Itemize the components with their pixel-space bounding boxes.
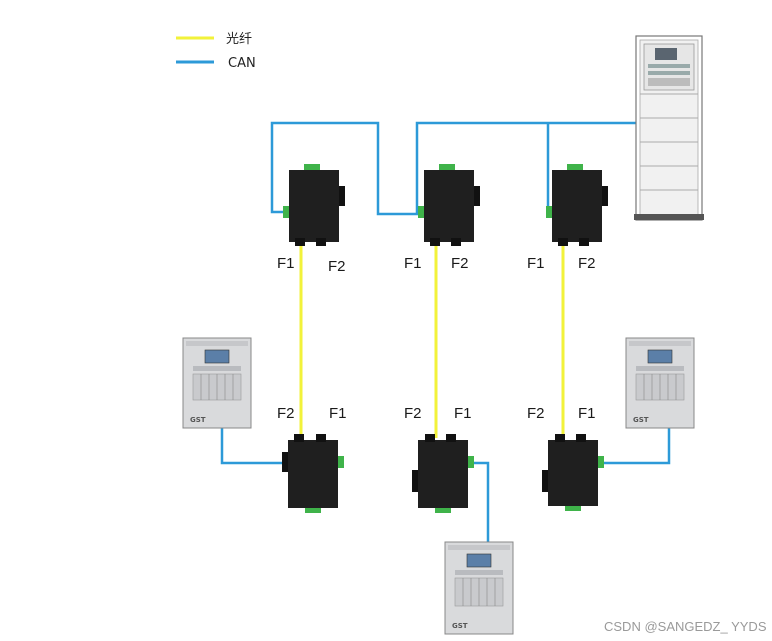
can-wire-top-3: [546, 123, 550, 212]
top-3-port-left-label: F1: [527, 255, 545, 272]
fiber-wires: [299, 246, 565, 438]
converter-top-1: [283, 164, 345, 246]
legend-fiber-label: 光纤: [226, 32, 252, 47]
legend-can-label: CAN: [228, 56, 256, 71]
fire-panel-bottom: GST: [444, 541, 514, 635]
panel-left-brand: GST: [190, 416, 206, 424]
converter-bottom-1: [282, 434, 344, 513]
top-1-port-left-label: F1: [277, 255, 295, 272]
can-wire-bottom-right: [600, 428, 671, 465]
bottom-2-port-left-label: F2: [404, 405, 422, 422]
panel-right-brand: GST: [633, 416, 649, 424]
panel-bottom-brand: GST: [452, 622, 468, 630]
fire-panel-left: GST: [182, 337, 252, 429]
converter-bottom-2: [412, 434, 474, 513]
bottom-1-port-left-label: F2: [277, 405, 295, 422]
watermark: CSDN @SANGEDZ_ YYDS: [604, 619, 767, 634]
converter-bottom-3: [542, 434, 604, 511]
top-2-port-right-label: F2: [451, 255, 469, 272]
top-2-port-left-label: F1: [404, 255, 422, 272]
bottom-3-port-right-label: F1: [578, 405, 596, 422]
converter-top-2: [418, 164, 480, 246]
can-wire-top-2: [415, 121, 638, 214]
bottom-1-port-right-label: F1: [329, 405, 347, 422]
can-wire-top-1: [270, 121, 422, 216]
bottom-2-port-right-label: F1: [454, 405, 472, 422]
converter-top-3: [546, 164, 608, 246]
legend: 光纤 CAN: [176, 32, 256, 71]
top-3-port-right-label: F2: [578, 255, 596, 272]
fire-panel-right: GST: [625, 337, 695, 429]
main-control-cabinet: [634, 35, 704, 221]
bottom-3-port-left-label: F2: [527, 405, 545, 422]
top-1-port-right-label: F2: [328, 258, 346, 275]
